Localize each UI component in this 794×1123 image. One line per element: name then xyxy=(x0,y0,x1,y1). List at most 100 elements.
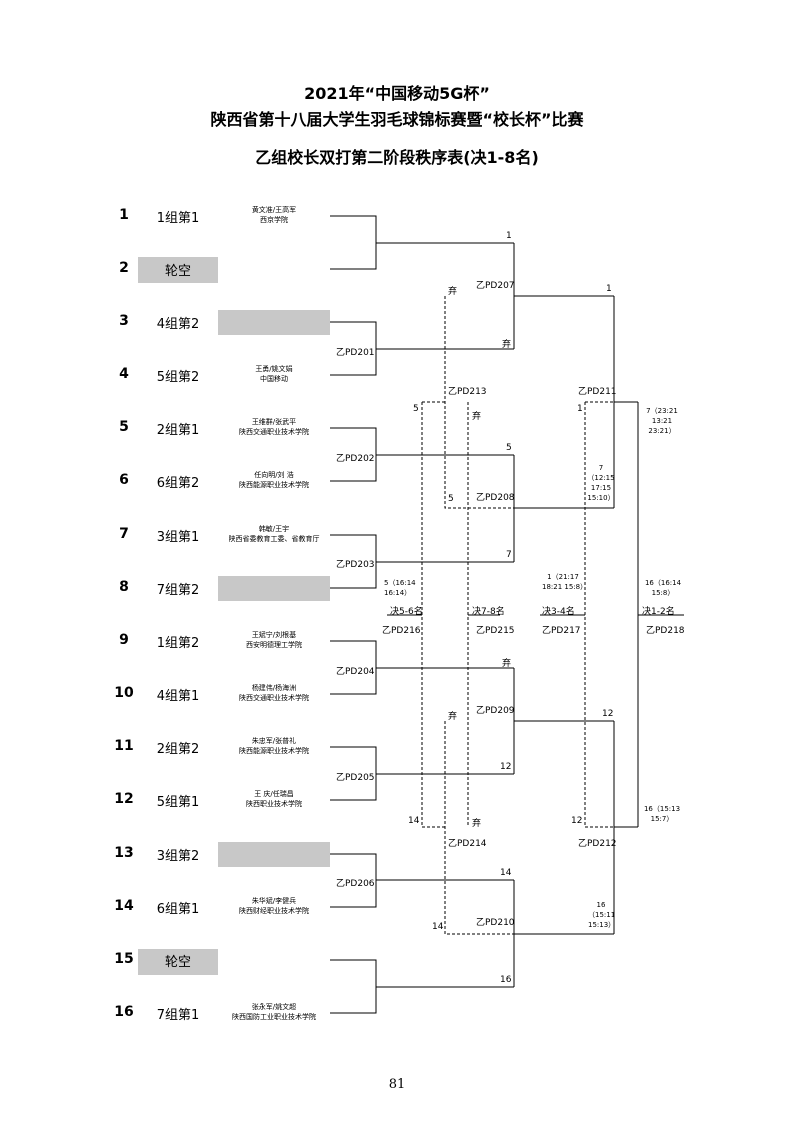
page-number: 81 xyxy=(388,1077,406,1092)
winner-mark: 12 xyxy=(500,762,512,772)
seed-number: 14 xyxy=(114,898,134,914)
group-position: 7组第2 xyxy=(156,583,200,598)
player-names: 王斌宁/刘根基 xyxy=(251,631,297,639)
school-name: 陕西省委教育工委、省教育厅 xyxy=(228,535,320,543)
match-label: 乙PD215 xyxy=(476,626,515,636)
group-position: 轮空 xyxy=(164,264,191,279)
group-position: 2组第2 xyxy=(156,742,200,757)
match-label: 乙PD210 xyxy=(476,918,515,928)
match-label: 乙PD205 xyxy=(336,773,375,783)
match-score: 1（21:17 18:21 15:8） xyxy=(542,573,588,591)
match-label: 乙PD218 xyxy=(646,626,685,636)
match-label: 乙PD203 xyxy=(336,560,375,570)
match-label: 乙PD208 xyxy=(476,493,515,503)
player-names: 王 庆/任瑞昌 xyxy=(254,790,294,798)
match-label: 乙PD216 xyxy=(382,626,421,636)
placement-label: 决3-4名 xyxy=(542,607,575,617)
winner-mark: 16 xyxy=(500,975,512,985)
group-position: 6组第1 xyxy=(156,902,200,917)
group-position: 1组第2 xyxy=(156,636,200,651)
winner-mark: 1 xyxy=(606,284,612,294)
school-name: 陕西交通职业技术学院 xyxy=(239,428,309,436)
player-names: 杨建伟/杨海洲 xyxy=(251,684,297,692)
winner-mark: 5 xyxy=(506,443,512,453)
school-name: 陕西能源职业技术学院 xyxy=(239,481,309,489)
winner-mark: 12 xyxy=(571,816,583,826)
group-position: 1组第1 xyxy=(156,211,200,226)
empty-player-box xyxy=(218,842,330,867)
winner-mark: 7 xyxy=(506,550,512,560)
match-score: 16（16:14 15:8） xyxy=(644,579,682,597)
player-names: 张永军/姚文超 xyxy=(251,1003,297,1011)
match-score: 7（12:15 17:15 15:10） xyxy=(587,464,615,502)
seed-number: 6 xyxy=(119,472,129,488)
match-label: 乙PD212 xyxy=(578,839,617,849)
player-names: 任向明/刘 浩 xyxy=(254,471,294,479)
match-label: 乙PD209 xyxy=(476,706,515,716)
school-name: 陕西国防工业职业技术学院 xyxy=(232,1013,316,1021)
player-names: 朱华斌/李健兵 xyxy=(251,897,297,905)
group-position: 5组第2 xyxy=(156,370,200,385)
winner-mark: 1 xyxy=(506,231,512,241)
group-position: 3组第2 xyxy=(156,849,200,864)
school-name: 中国移动 xyxy=(260,375,288,383)
winner-mark: 5 xyxy=(448,494,454,504)
match-label: 乙PD204 xyxy=(336,667,375,677)
seed-number: 7 xyxy=(119,526,129,542)
seed-number: 2 xyxy=(119,260,129,276)
seed-number: 9 xyxy=(119,632,129,648)
player-names: 朱忠军/张普礼 xyxy=(251,737,297,745)
winner-mark: 弃 xyxy=(502,340,512,350)
school-name: 西安明德理工学院 xyxy=(246,641,302,649)
match-score: 7（23:21 13:21 23:21） xyxy=(646,407,678,435)
match-label: 乙PD201 xyxy=(336,348,375,358)
match-label: 乙PD211 xyxy=(578,387,617,397)
match-label: 乙PD202 xyxy=(336,454,375,464)
group-position: 3组第1 xyxy=(156,530,200,545)
seed-number: 11 xyxy=(114,738,134,754)
match-label: 乙PD206 xyxy=(336,879,375,889)
group-position: 2组第1 xyxy=(156,423,200,438)
bye-box xyxy=(138,257,218,283)
group-position: 7组第1 xyxy=(156,1008,200,1023)
winner-mark: 弃 xyxy=(502,659,512,669)
winner-mark: 12 xyxy=(602,709,614,719)
match-label: 乙PD217 xyxy=(542,626,581,636)
winner-mark: 5 xyxy=(413,404,419,414)
placement-label: 决5-6名 xyxy=(390,607,423,617)
placement-label: 决1-2名 xyxy=(642,607,675,617)
winner-mark: 弃 xyxy=(472,412,482,422)
winner-mark: 14 xyxy=(432,922,444,932)
empty-player-box xyxy=(218,576,330,601)
seed-number: 10 xyxy=(114,685,134,701)
winner-mark: 弃 xyxy=(472,819,482,829)
match-score: 16（15:11 15:13） xyxy=(588,901,616,929)
seed-number: 15 xyxy=(114,951,134,967)
group-position: 轮空 xyxy=(164,955,191,970)
title-line-3: 乙组校长双打第二阶段秩序表(决1-8名) xyxy=(255,148,539,167)
seed-number: 4 xyxy=(119,366,129,382)
seed-number: 3 xyxy=(119,313,129,329)
player-names: 韩敏/王宇 xyxy=(258,525,290,533)
winner-mark: 14 xyxy=(500,868,512,878)
player-names: 黄文准/王高军 xyxy=(251,206,297,214)
winner-mark: 弃 xyxy=(448,712,458,722)
player-names: 王勇/姚文娟 xyxy=(255,365,293,373)
school-name: 西京学院 xyxy=(260,216,288,224)
player-names: 王维群/张武平 xyxy=(251,418,297,426)
group-position: 5组第1 xyxy=(156,795,200,810)
seed-number: 12 xyxy=(114,791,134,807)
placement-label: 决7-8名 xyxy=(472,607,505,617)
match-score: 5（16:14 16:14） xyxy=(384,579,416,597)
winner-mark: 弃 xyxy=(448,287,458,297)
seed-number: 1 xyxy=(119,207,129,223)
school-name: 陕西交通职业技术学院 xyxy=(239,694,309,702)
title-line-1: 2021年“中国移动5G杯” xyxy=(304,84,490,103)
group-position: 6组第2 xyxy=(156,476,200,491)
seed-number: 5 xyxy=(119,419,129,435)
match-score: 16（15:13 15:7） xyxy=(643,805,681,823)
group-position: 4组第2 xyxy=(156,317,200,332)
winner-mark: 1 xyxy=(577,404,583,414)
school-name: 陕西职业技术学院 xyxy=(246,800,302,808)
